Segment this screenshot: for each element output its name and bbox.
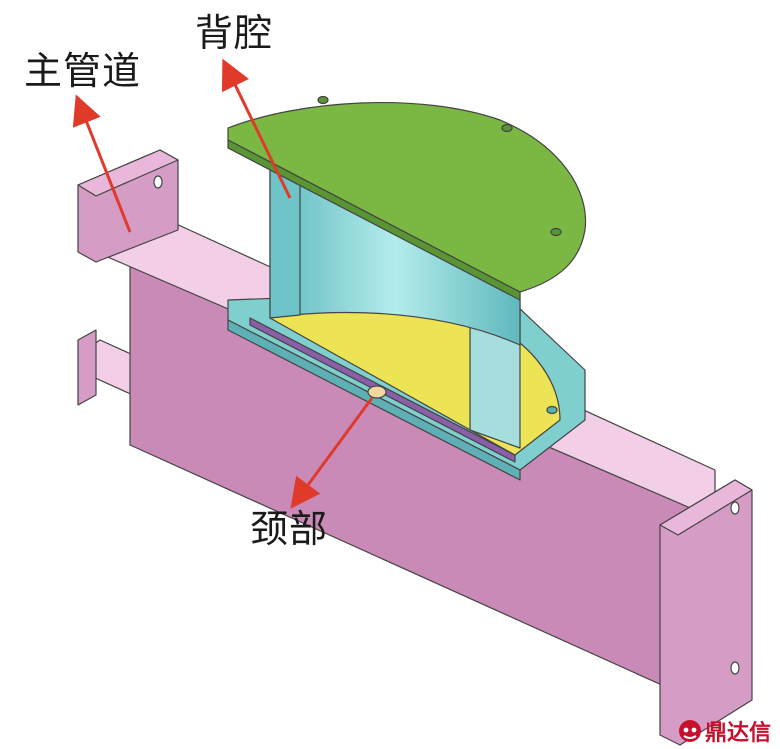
bottom-plate-hole: [546, 405, 558, 415]
arrow-main-pipe: [72, 94, 132, 233]
neck-opening: [367, 385, 387, 399]
right-flange-hole-bottom: [730, 661, 740, 675]
left-flange-top: [77, 149, 179, 197]
arrow-neck: [290, 397, 374, 509]
watermark: 鼎达信: [678, 715, 771, 747]
left-flange-hole: [153, 175, 163, 189]
top-plate-hole-3: [550, 227, 562, 237]
right-flange-face: [659, 479, 753, 536]
arrow-back-cavity: [221, 58, 292, 199]
bottom-plate-edge: [227, 319, 521, 481]
neck-label: 颈部: [250, 507, 329, 551]
watermark-text: 鼎达信: [705, 721, 772, 746]
main-pipe-label: 主管道: [24, 49, 142, 93]
left-bottom-flange: [77, 329, 97, 406]
back-cavity: [227, 95, 587, 481]
top-plate-hole-1: [317, 95, 329, 105]
top-plate-edge: [227, 139, 521, 301]
right-flange-hole-top: [730, 501, 740, 515]
top-plate-hole-2: [501, 123, 513, 133]
callout-arrows: [72, 58, 374, 509]
brand-logo-icon: [679, 720, 701, 742]
top-plate: [227, 102, 587, 293]
back-cavity-label: 背腔: [195, 11, 274, 55]
